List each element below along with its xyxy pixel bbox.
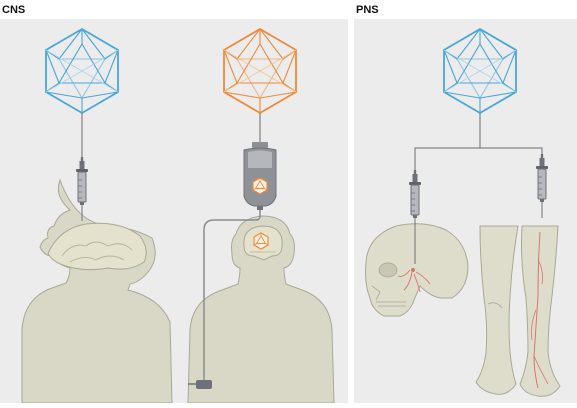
pns-capsid: [443, 28, 517, 114]
knee-outline: [487, 302, 503, 309]
iv-catheter: [196, 380, 212, 389]
facial-nerve-branches: [397, 269, 431, 293]
iv-bag-icon: [0, 0, 1, 1]
pns-leg-right: [519, 225, 561, 397]
pns-leg-left: [475, 225, 519, 395]
brain-capsid: [253, 232, 269, 250]
pns-panel-title: PNS: [356, 4, 379, 16]
pns-link-lines: [414, 113, 543, 172]
cns-capsid-right: [223, 28, 297, 114]
leg-icon: [519, 225, 561, 397]
cns-panel-title: CNS: [2, 4, 26, 16]
brain-icon: [47, 222, 147, 271]
iv-tube: [203, 210, 261, 385]
iv-bag-capsid: [252, 177, 268, 195]
leg-icon: [475, 225, 519, 395]
cns-head-silhouette-left: [21, 178, 173, 404]
cns-capsid-left: [45, 28, 119, 114]
skull-eye-socket: [378, 262, 398, 278]
iv-bag: [0, 0, 277, 210]
pns-skull: [365, 223, 469, 317]
